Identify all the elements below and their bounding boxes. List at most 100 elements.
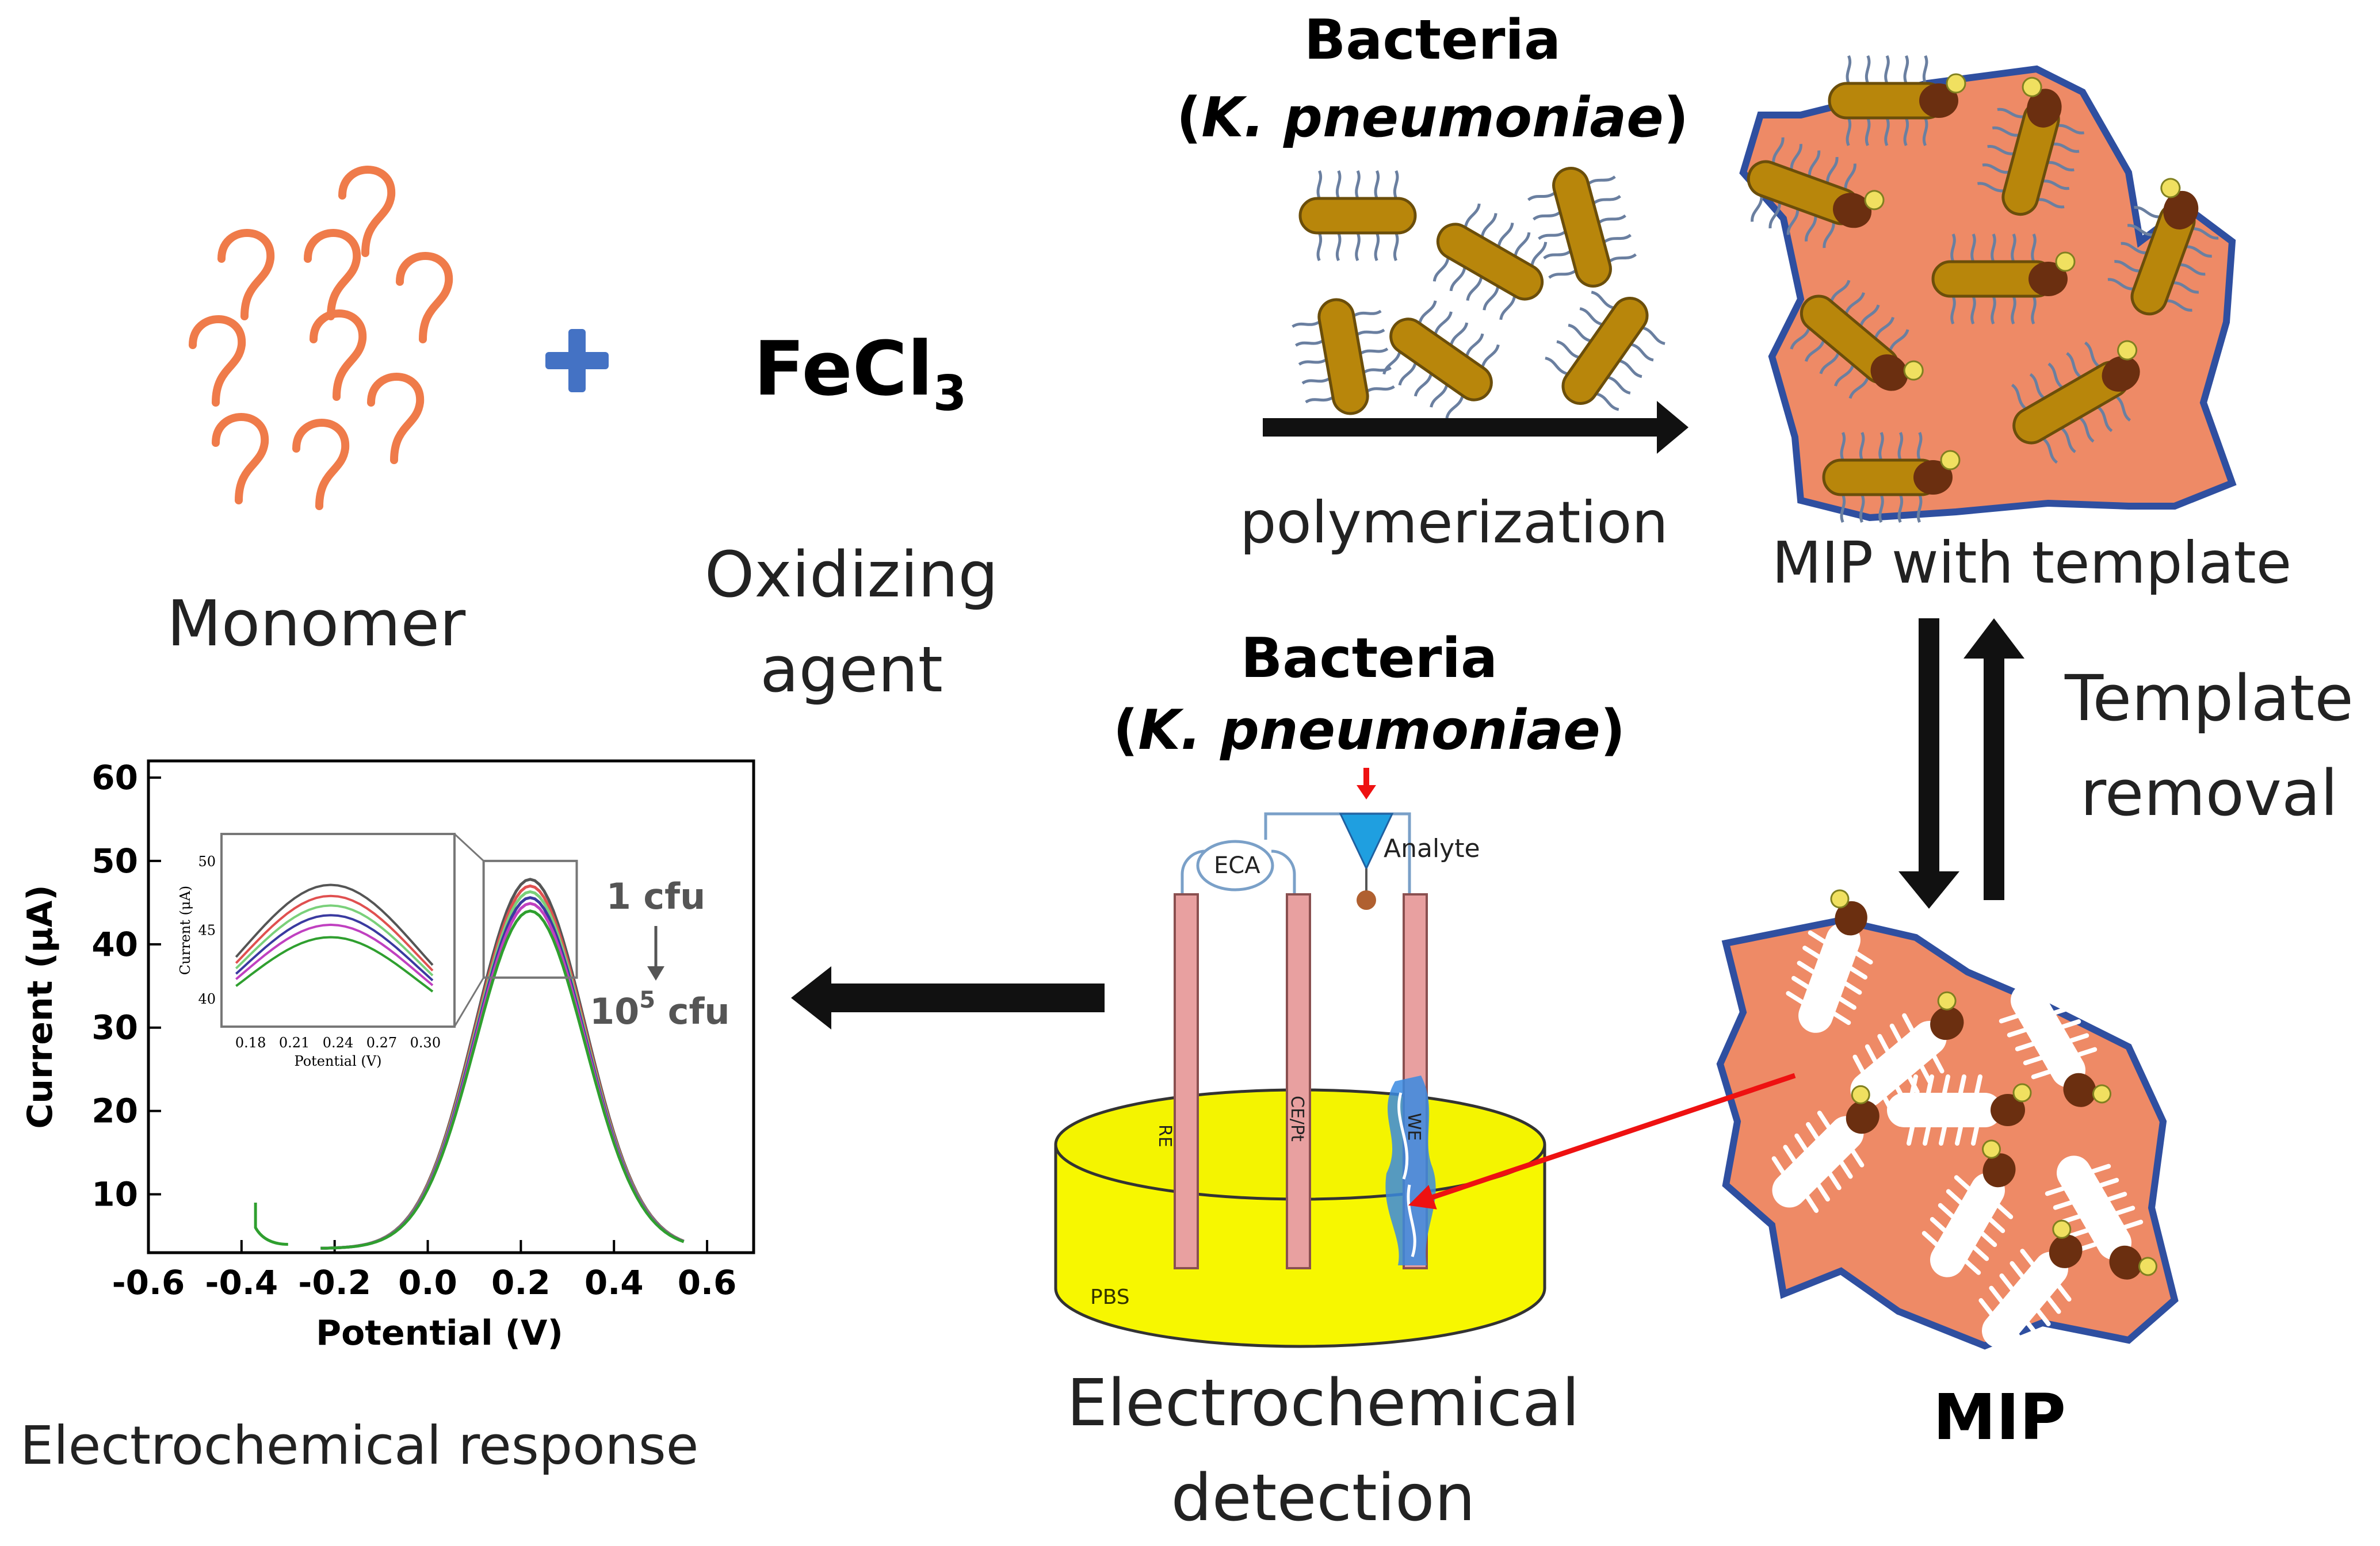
flagellum [1808, 150, 1821, 177]
bacterium-tip [2027, 89, 2062, 128]
flagellum [1464, 203, 1481, 228]
flagellum [1922, 117, 1928, 147]
cavity-trace [1955, 1125, 1963, 1146]
cavity-trace [1854, 951, 1873, 965]
cavity-trace [1923, 1125, 1931, 1146]
cavity-trace [1919, 1064, 1932, 1084]
bacteria-top-species: (K. pneumoniae) [1174, 86, 1691, 150]
flagellum [1618, 359, 1642, 378]
cavity-trace [2035, 1308, 2051, 1326]
flagellum [1587, 175, 1616, 185]
flagellum [2060, 427, 2076, 453]
cavity-body [1850, 1021, 1947, 1107]
polymerization-label: polymerization [1240, 489, 1668, 556]
cavity-trace [2044, 991, 2065, 1001]
analyte-label: Analyte [1384, 834, 1480, 863]
flagellum [1859, 304, 1880, 327]
cavity-trace [1791, 975, 1810, 990]
mip-label: MIP [1933, 1380, 2066, 1454]
flagellum [1298, 358, 1327, 366]
flagellum [1865, 117, 1871, 147]
cavity-trace [2052, 1005, 2073, 1015]
annotation-arrowhead [647, 966, 664, 981]
plus-icon [545, 329, 609, 392]
cavity-trace [1783, 1145, 1797, 1164]
flagellum [1414, 373, 1433, 397]
receptor-marker [2138, 1257, 2157, 1276]
flagellum [1916, 494, 1923, 523]
bacterium [1382, 300, 1500, 419]
monomer-molecule [292, 419, 350, 510]
cavity-trace [1907, 1125, 1915, 1146]
flagellum [2114, 260, 2141, 273]
mip-polymer [1716, 916, 2179, 1350]
cavity-trace [2060, 1019, 2081, 1029]
flagellum [2084, 341, 2100, 368]
flagellum [2127, 224, 2154, 236]
x-tick-label: 0.0 [398, 1263, 457, 1302]
flagellum [1538, 230, 1567, 240]
flagellum [1970, 296, 1976, 325]
cavity-trace [2056, 1284, 2072, 1302]
flagellum [1768, 202, 1781, 229]
x-tick-label: -0.4 [205, 1263, 278, 1302]
flagellum [1840, 431, 1846, 461]
flagellum [1359, 347, 1389, 355]
imprinted-cavity [1978, 1219, 2083, 1351]
cavity-trace [1832, 1011, 1851, 1025]
inset-x-tick-label: 0.18 [235, 1035, 266, 1051]
imprinted-cavity [1771, 1085, 1879, 1213]
receptor-marker [2092, 1084, 2111, 1104]
receptor-site [1930, 1007, 1964, 1040]
flagellum [1430, 384, 1449, 408]
embedded-bacteria [1747, 55, 2219, 523]
cavity-trace [1889, 1023, 1903, 1043]
flagellum [1363, 366, 1392, 374]
paren-open: ( [1113, 699, 1139, 762]
flagellum [1790, 327, 1811, 350]
flagellum [1483, 286, 1500, 311]
flagellum [1591, 290, 1615, 309]
cavity-trace [2007, 1027, 2028, 1038]
receptor-marker [1830, 889, 1850, 909]
bacteria-mid-species: (K. pneumoniae) [1110, 699, 1628, 762]
cavity-trace [1930, 1217, 1947, 1233]
monomer-label: Monomer [167, 587, 466, 660]
flagellum [1903, 55, 1909, 84]
flagellum [2097, 405, 2113, 433]
flagellum [1859, 494, 1865, 523]
zoom-box [482, 859, 578, 979]
cavity-trace [2020, 1249, 2035, 1266]
detection-label-2: detection [1171, 1461, 1476, 1536]
imprinted-cavity [1786, 889, 1873, 1033]
cavity-trace [1843, 981, 1862, 995]
flagellum [1641, 326, 1665, 345]
imprinted-cavity [1921, 1139, 2016, 1277]
flagellum [1568, 323, 1592, 343]
flagellum [1480, 213, 1497, 238]
flagellum [2029, 373, 2045, 400]
cavity-trace [1988, 1217, 2005, 1233]
cavity-trace [1806, 1122, 1820, 1141]
flagellum [2179, 263, 2206, 276]
cavity-trace [2076, 1047, 2098, 1057]
cavity-body [1930, 1173, 2005, 1277]
cavity-trace [2122, 1219, 2144, 1230]
flagellum [1481, 344, 1500, 368]
flagellum [1878, 431, 1884, 461]
bacterium-tip [2028, 262, 2068, 296]
imprinted-cavity [2045, 1155, 2157, 1280]
flagellum [1466, 276, 1483, 301]
flagellum [1982, 163, 2010, 174]
flagellum [1608, 253, 1637, 263]
cavity-trace [1999, 1273, 2015, 1291]
cavity-body [1772, 1116, 1864, 1208]
flagellum [1556, 340, 1580, 359]
flagellum [1833, 364, 1855, 387]
template-removal-label-1: Template [2065, 661, 2354, 735]
cavity-trace [2015, 1042, 2036, 1051]
flagellum [1527, 192, 1556, 201]
oxidizer-label-2: agent [760, 633, 943, 706]
